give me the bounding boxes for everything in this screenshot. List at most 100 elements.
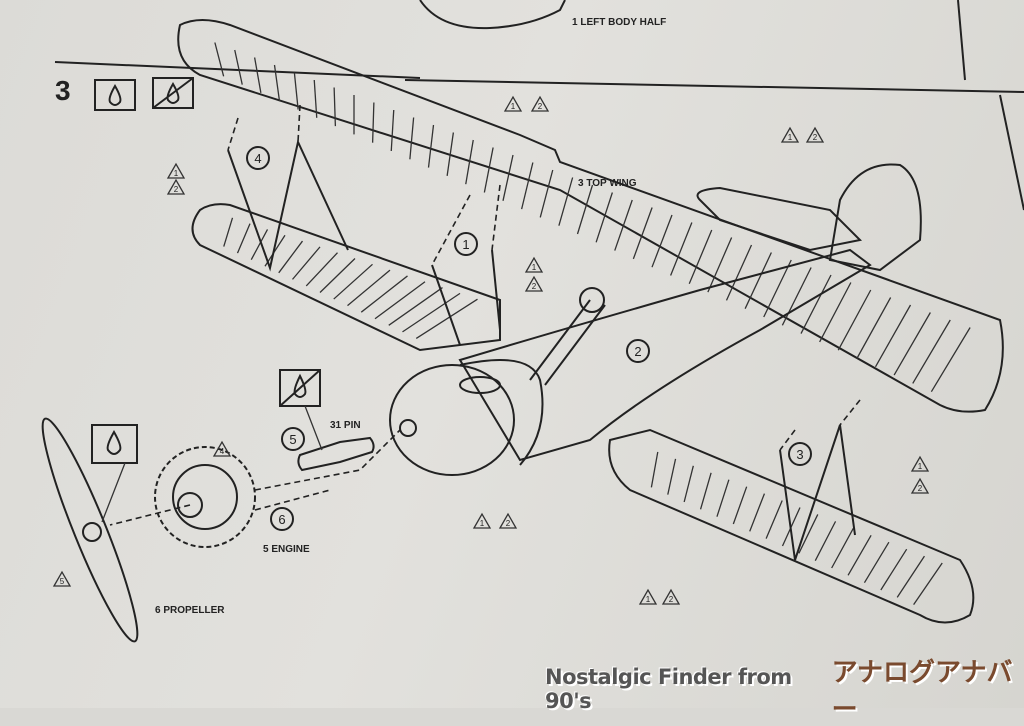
wing-rib xyxy=(930,327,971,393)
paint-ref-triangle: 1 xyxy=(166,162,186,179)
glue-drop-icon xyxy=(94,79,136,111)
wing-rib xyxy=(683,465,694,503)
watermark: Nostalgic Finder from 90's アナログアナバー xyxy=(545,652,1024,726)
paint-ref-triangle: 1 xyxy=(910,455,930,472)
wing-rib xyxy=(650,451,659,488)
wing-rib xyxy=(415,298,478,339)
svg-text:1: 1 xyxy=(480,519,485,528)
radial-engine xyxy=(154,446,256,548)
wing-rib xyxy=(765,500,783,539)
svg-text:5: 5 xyxy=(60,577,65,586)
wing-rib xyxy=(333,87,337,127)
wing-rib xyxy=(427,124,435,168)
paint-ref-triangle: 1 xyxy=(780,126,800,143)
tail-assembly xyxy=(696,163,922,272)
label-top-wing: 3 TOP WING xyxy=(578,178,637,189)
label-propeller: 6 PROPELLER xyxy=(155,605,225,616)
svg-text:2: 2 xyxy=(174,185,179,194)
callout-5: 5 xyxy=(281,427,305,451)
callout-2: 2 xyxy=(626,339,650,363)
wing-rib xyxy=(305,252,338,287)
wing-rib xyxy=(688,229,713,285)
svg-text:2: 2 xyxy=(532,282,537,291)
wing-rib xyxy=(632,207,653,260)
wing-rib xyxy=(896,555,925,598)
wing-rib xyxy=(614,199,633,251)
wing-rib xyxy=(319,258,356,293)
pin-part xyxy=(297,436,375,472)
paint-ref-triangle: 2 xyxy=(530,95,550,112)
svg-text:2: 2 xyxy=(918,484,923,493)
paint-reference-markers: 1 2 1 2 1 2 1 2 1 2 1 2 1 2 4 5 xyxy=(52,95,930,605)
svg-text:2: 2 xyxy=(813,133,818,142)
wing-rib xyxy=(798,514,819,554)
svg-text:1: 1 xyxy=(918,462,923,471)
propeller xyxy=(41,417,139,643)
callout-6: 6 xyxy=(270,507,294,531)
wing-rib xyxy=(874,304,912,368)
propeller-glue-icon xyxy=(91,424,138,523)
svg-text:2: 2 xyxy=(669,595,674,604)
wing-rib xyxy=(234,49,243,85)
paint-ref-triangle: 1 xyxy=(472,512,492,529)
biplane-assembly-diagram: 1 LEFT BODY HALF 3 3 TOP WING xyxy=(41,0,1024,643)
wing-rib xyxy=(360,275,408,313)
svg-text:1: 1 xyxy=(646,595,651,604)
wing-rib xyxy=(725,244,753,301)
previous-step-body xyxy=(419,0,566,30)
paint-ref-triangle: 2 xyxy=(661,588,681,605)
svg-text:1: 1 xyxy=(511,102,516,111)
wing-rib xyxy=(292,246,321,280)
wing-rib xyxy=(819,282,852,343)
svg-text:6: 6 xyxy=(278,512,285,527)
paint-ref-triangle: 2 xyxy=(910,477,930,494)
watermark-english: Nostalgic Finder from 90's xyxy=(545,665,792,713)
wing-rib xyxy=(333,263,373,300)
wing-rib xyxy=(483,147,494,193)
wing-rib xyxy=(913,562,943,606)
top-wing xyxy=(177,19,1004,413)
svg-text:3: 3 xyxy=(796,447,803,462)
wing-rib xyxy=(371,102,375,143)
wing-rib xyxy=(595,192,613,243)
wing-rib xyxy=(402,292,461,333)
wing-rib xyxy=(223,217,234,247)
paint-ref-triangle: 1 xyxy=(524,256,544,273)
wing-rib xyxy=(278,240,304,274)
wing-rib xyxy=(716,479,730,517)
wing-rib xyxy=(856,297,892,359)
svg-text:1: 1 xyxy=(788,133,793,142)
wing-rib xyxy=(837,289,872,351)
wing-rib xyxy=(388,287,443,326)
callout-3: 3 xyxy=(788,442,812,466)
fuselage xyxy=(389,248,872,476)
wing-rib xyxy=(502,154,514,201)
wing-rib xyxy=(863,541,890,584)
wing-rib xyxy=(273,64,281,102)
wing-rib xyxy=(670,222,693,276)
wing-rib xyxy=(814,521,837,561)
wing-rib xyxy=(253,57,262,94)
wing-rib xyxy=(749,493,766,532)
svg-text:1: 1 xyxy=(174,169,179,178)
wing-rib xyxy=(699,472,712,510)
wing-rib xyxy=(880,548,908,591)
lower-right-wing xyxy=(608,428,975,624)
wing-struts xyxy=(227,104,861,561)
wing-rib xyxy=(847,534,872,576)
page-frame-lines xyxy=(54,0,1024,211)
wing-rib xyxy=(539,169,554,218)
wing-rib xyxy=(250,229,269,260)
svg-text:1: 1 xyxy=(462,237,469,252)
svg-text:1: 1 xyxy=(532,263,537,272)
svg-text:4: 4 xyxy=(220,447,225,456)
paint-ref-triangle: 1 xyxy=(638,588,658,605)
label-pin: 31 PIN xyxy=(330,420,361,431)
callout-4: 4 xyxy=(246,146,270,170)
paint-ref-triangle: 2 xyxy=(498,512,518,529)
svg-text:2: 2 xyxy=(506,519,511,528)
svg-text:2: 2 xyxy=(634,344,641,359)
wing-rib xyxy=(732,486,748,525)
label-engine: 5 ENGINE xyxy=(263,544,310,555)
